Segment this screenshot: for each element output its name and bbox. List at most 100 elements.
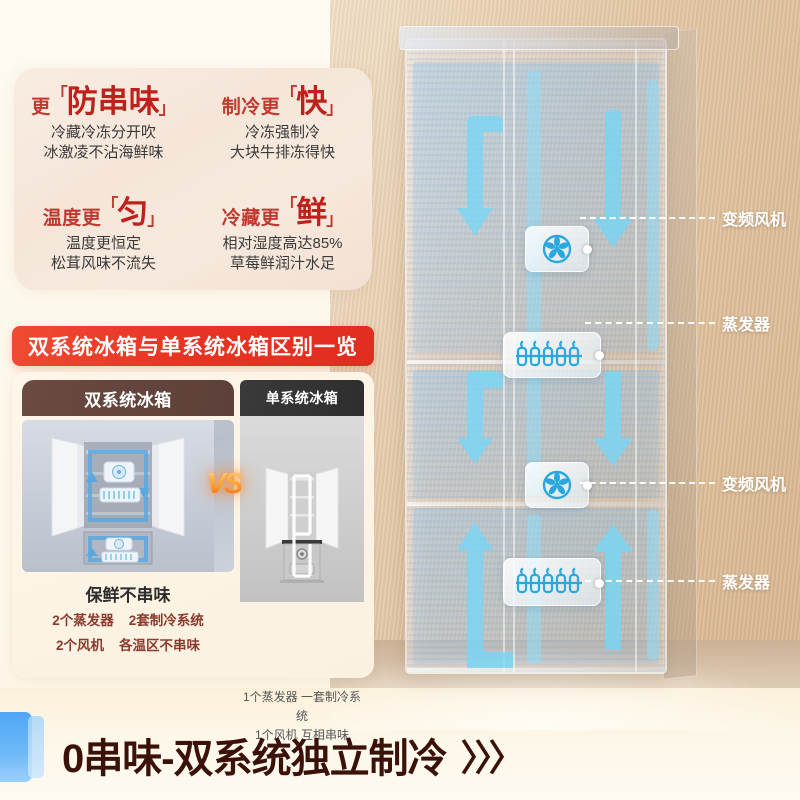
single-caption-line2: 1个风机 互相串味 <box>254 728 349 743</box>
feature-prefix: 制冷更 <box>221 96 281 118</box>
feature-subtext: 相对湿度高达85% 草莓鲜润汁水足 <box>222 234 342 275</box>
feature-subtext-line2: 草莓鲜润汁水足 <box>229 255 335 272</box>
evaporator-coil-icon <box>516 567 582 594</box>
feature-prefix: 更 <box>31 96 51 118</box>
callout-fan-upper: 变频风机 <box>580 206 786 230</box>
feature-keyword: 鲜 <box>296 194 328 230</box>
feature-item-even-temperature: 温度更 「 匀 」 温度更恒定 松茸风味不流失 <box>14 179 193 290</box>
versus-badge-label: VS <box>206 467 244 500</box>
bottom-banner-content: 0串味-双系统独立制冷 〉〉〉 <box>62 726 525 784</box>
feature-subtext-line1: 温度更恒定 <box>65 234 141 252</box>
comparison-card: 双系统冰箱 <box>12 372 374 742</box>
callout-label: 变频风机 <box>722 477 787 494</box>
fridge-base <box>407 668 665 672</box>
feature-headline: 温度更 「 匀 」 <box>43 197 165 228</box>
feature-item-anti-odor: 更 「 防串味 」 冷藏冷冻分开吹 冰激凌不沾海鲜味 <box>14 68 193 179</box>
callout-anchor-dot <box>595 351 604 360</box>
blue-accent-tab <box>0 712 32 782</box>
chevron-right-icon: 〉〉〉 <box>460 737 525 778</box>
single-system-fridge-diagram <box>240 416 364 602</box>
feature-subtext-line2: 松茸风味不流失 <box>50 255 156 272</box>
comparison-column-single-system: 单系统冰箱 <box>240 380 364 742</box>
callout-anchor-dot <box>583 245 592 254</box>
bracket-open-icon: 「 <box>280 195 298 215</box>
callout-label: 蒸发器 <box>722 317 771 334</box>
feature-item-fast-cooling: 制冷更 「 快 」 冷冻强制冷 大块牛排冻得快 <box>193 68 372 179</box>
dual-system-header-label: 双系统冰箱 <box>84 390 172 410</box>
comparison-banner: 双系统冰箱与单系统冰箱区别一览 <box>12 326 374 366</box>
dual-caption-spec-1: 2个蒸发器 <box>52 613 114 628</box>
feature-highlights-panel: 更 「 防串味 」 冷藏冷冻分开吹 冰激凌不沾海鲜味 制冷更 「 快 」 <box>14 68 372 290</box>
dual-caption-spec-2: 2套制冷系统 <box>128 613 204 628</box>
feature-keyword: 防串味 <box>66 83 160 119</box>
dual-system-caption-line1: 2个蒸发器 2套制冷系统 <box>22 611 234 631</box>
callout-leader-line <box>585 322 715 324</box>
callout-evaporator-upper: 蒸发器 <box>585 311 770 335</box>
feature-subtext-line2: 大块牛排冻得快 <box>229 144 335 161</box>
dual-system-caption-line2: 2个风机 各温区不串味 <box>22 636 234 656</box>
comparison-banner-title: 双系统冰箱与单系统冰箱区别一览 <box>28 336 358 359</box>
evaporator-chip-lower <box>503 558 604 606</box>
single-caption-line1: 1个蒸发器 一套制冷系统 <box>242 690 361 724</box>
feature-headline: 更 「 防串味 」 <box>31 86 176 117</box>
feature-item-freshness: 冷藏更 「 鲜 」 相对湿度高达85% 草莓鲜润汁水足 <box>193 179 372 290</box>
callout-leader-line <box>580 482 715 484</box>
single-system-caption: 1个蒸发器 一套制冷系统 1个风机 互相串味 <box>240 688 364 746</box>
feature-subtext: 冷藏冷冻分开吹 冰激凌不沾海鲜味 <box>43 123 163 164</box>
background-bottom-glow <box>330 650 800 730</box>
bracket-close-icon: 」 <box>326 209 344 229</box>
callout-anchor-dot <box>583 481 592 490</box>
bottom-banner: 0串味-双系统独立制冷 〉〉〉 <box>0 696 800 800</box>
bracket-close-icon: 」 <box>326 98 344 118</box>
bracket-close-icon: 」 <box>147 209 165 229</box>
fridge-column-right <box>635 40 637 672</box>
fan-icon <box>542 470 572 500</box>
airflow-arrows <box>457 70 659 668</box>
evaporator-chip-upper <box>503 332 604 378</box>
single-system-header: 单系统冰箱 <box>240 380 364 416</box>
comparison-columns: 双系统冰箱 <box>22 380 364 742</box>
dual-caption-spec-3: 2个风机 <box>55 637 104 653</box>
bottom-banner-headline: 0串味-双系统独立制冷 <box>62 737 448 781</box>
feature-subtext-line1: 相对湿度高达85% <box>222 234 343 252</box>
dual-system-illustration <box>22 420 234 572</box>
bracket-open-icon: 「 <box>101 195 119 215</box>
blue-accent-tab-secondary <box>28 716 44 778</box>
dual-caption-spec-4: 各温区不串味 <box>119 637 201 653</box>
feature-headline: 冷藏更 「 鲜 」 <box>222 197 344 228</box>
single-system-illustration <box>240 416 364 602</box>
feature-prefix: 冷藏更 <box>221 207 281 229</box>
callout-leader-line <box>585 580 715 582</box>
bracket-close-icon: 」 <box>158 98 176 118</box>
bracket-open-icon: 「 <box>50 84 68 104</box>
feature-keyword: 快 <box>296 83 328 119</box>
fan-chip-upper <box>525 226 592 272</box>
callout-anchor-dot <box>595 579 604 588</box>
feature-keyword: 匀 <box>117 194 149 230</box>
callout-fan-lower: 变频风机 <box>580 471 786 495</box>
fridge-top-cap <box>399 26 679 50</box>
single-system-header-label: 单系统冰箱 <box>265 390 339 406</box>
bracket-open-icon: 「 <box>280 84 298 104</box>
feature-subtext-line1: 冷藏冷冻分开吹 <box>50 123 156 141</box>
fridge-body <box>399 26 679 674</box>
dual-system-caption-title: 保鲜不串味 <box>85 586 171 605</box>
feature-subtext: 冷冻强制冷 大块牛排冻得快 <box>230 123 335 164</box>
fan-chip-lower <box>525 462 592 508</box>
callout-label: 变频风机 <box>722 212 787 229</box>
versus-badge: VS <box>196 456 252 512</box>
feature-prefix: 温度更 <box>42 207 102 229</box>
callout-label: 蒸发器 <box>722 575 771 592</box>
transparent-fridge-illustration <box>399 26 697 680</box>
comparison-column-dual-system: 双系统冰箱 <box>22 380 234 670</box>
feature-subtext: 温度更恒定 松茸风味不流失 <box>51 234 156 275</box>
dual-system-fridge-diagram <box>22 420 214 572</box>
fan-icon <box>542 234 572 264</box>
evaporator-coil-icon <box>516 340 582 367</box>
feature-headline: 制冷更 「 快 」 <box>222 86 344 117</box>
feature-subtext-line1: 冷冻强制冷 <box>244 123 320 141</box>
dual-system-header: 双系统冰箱 <box>22 380 234 416</box>
callout-evaporator-lower: 蒸发器 <box>585 569 770 593</box>
feature-subtext-line2: 冰激凌不沾海鲜味 <box>43 144 164 161</box>
